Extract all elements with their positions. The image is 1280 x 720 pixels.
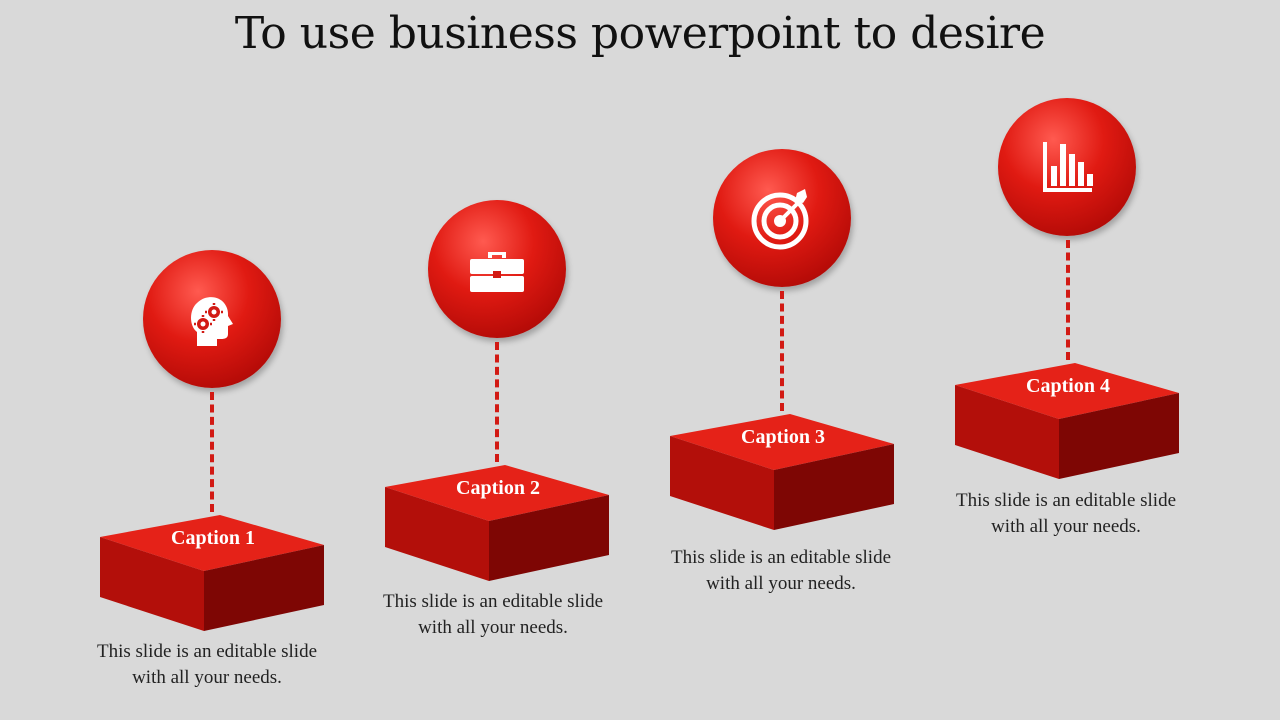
step-3-block: [668, 404, 898, 534]
bar-chart-icon: [1043, 142, 1093, 192]
step-4-connector: [1066, 240, 1070, 360]
target-icon: [751, 189, 809, 250]
step-2-circle: [428, 200, 566, 338]
step-1-caption: Caption 1: [171, 527, 255, 549]
step-2-connector: [495, 342, 499, 462]
step-3-connector: [780, 291, 784, 411]
step-1-connector: [210, 392, 214, 512]
step-3-caption: Caption 3: [741, 426, 825, 448]
briefcase-icon: [470, 252, 524, 292]
step-2-caption: Caption 2: [456, 477, 540, 499]
step-1-description: This slide is an editable slide with all…: [96, 641, 318, 688]
slide-title: To use business powerpoint to desire: [234, 8, 1046, 59]
step-3-description: This slide is an editable slide with all…: [670, 547, 892, 594]
step-1-circle: [143, 250, 281, 388]
step-2-description: This slide is an editable slide with all…: [382, 591, 604, 638]
step-4-circle: [998, 98, 1136, 236]
head-gears-icon: [191, 297, 233, 346]
step-1-block: [98, 505, 328, 635]
step-4-caption: Caption 4: [1026, 375, 1110, 397]
step-3-circle: [713, 149, 851, 287]
step-4-block: [953, 353, 1183, 483]
step-2-block: [383, 455, 613, 585]
step-4-description: This slide is an editable slide with all…: [955, 490, 1177, 537]
